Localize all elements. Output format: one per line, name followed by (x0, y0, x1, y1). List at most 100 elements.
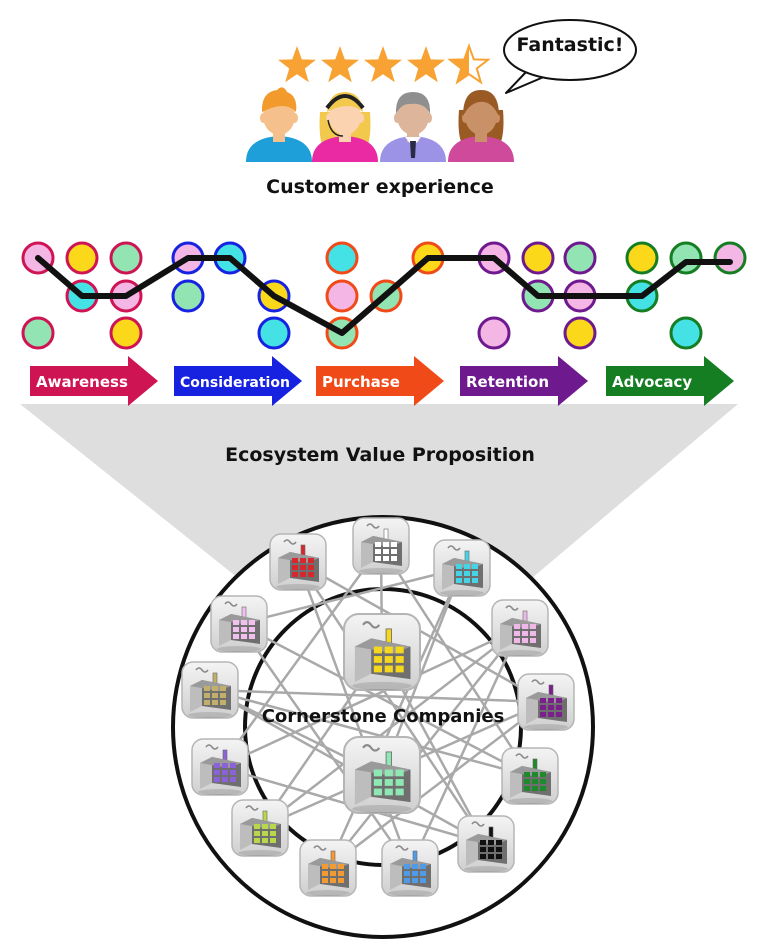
factory-window (472, 564, 478, 569)
factory-window (524, 786, 530, 791)
factory-window (540, 705, 546, 710)
factory-window (391, 549, 397, 554)
factory-window (300, 565, 306, 570)
factory-window (395, 656, 404, 663)
factory-window (540, 772, 546, 777)
factory-window (220, 700, 226, 705)
factory-window (420, 864, 426, 869)
factory-window (404, 864, 410, 869)
factory-window (222, 777, 228, 782)
factory-window (249, 634, 255, 639)
funnel-shape (20, 404, 738, 578)
factory-window (464, 578, 470, 583)
factory-window (384, 646, 393, 654)
company-red-icon (269, 533, 327, 591)
factory-window (395, 646, 404, 654)
factory-window (540, 698, 546, 703)
factory-window (322, 871, 328, 876)
factory-window (262, 831, 268, 836)
smoke-icon (531, 679, 545, 685)
factory-window (270, 824, 276, 829)
factory-window (292, 558, 298, 563)
factory-window (212, 686, 218, 691)
smoke-icon (205, 744, 219, 750)
factory-window (373, 779, 382, 786)
factory-window (375, 556, 381, 561)
factory-window (514, 624, 520, 629)
company-lime-icon (231, 799, 289, 857)
factory-window (524, 779, 530, 784)
factory-window (220, 686, 226, 691)
factory-window (514, 631, 520, 636)
factory-window (338, 864, 344, 869)
factory-window (488, 847, 494, 852)
factory-window (412, 871, 418, 876)
customer-journey-line (35, 255, 733, 336)
smoke-icon (395, 845, 409, 851)
smoke-icon (471, 821, 485, 827)
factory-window (214, 777, 220, 782)
smoke-icon (224, 601, 238, 607)
touchpoint-dot (257, 316, 291, 350)
factory-window (464, 571, 470, 576)
touchpoint-dot (109, 241, 143, 275)
smoke-icon (447, 545, 461, 551)
factory-window (522, 631, 528, 636)
factory-window (222, 770, 228, 775)
arrow-shape (316, 356, 444, 406)
touchpoint-dot (325, 279, 359, 313)
factory-window (373, 769, 382, 777)
factory-window (373, 665, 382, 673)
factory-window (530, 624, 536, 629)
factory-window (220, 693, 226, 698)
smoke-icon (283, 539, 297, 545)
factory-window (375, 549, 381, 554)
factory-window (383, 556, 389, 561)
customer-avatar-icon (246, 87, 312, 162)
factory-window (254, 838, 260, 843)
arrow-shape (460, 356, 588, 406)
factory-window (330, 878, 336, 883)
factory-window (395, 769, 404, 777)
factory-window (522, 638, 528, 643)
smoke-icon (505, 605, 519, 611)
customer-avatar-icon (448, 90, 514, 162)
stage-arrow-retention: Retention (460, 356, 588, 406)
company-orange-icon (299, 839, 357, 897)
factory-window (254, 824, 260, 829)
factory-window (214, 763, 220, 768)
speech-bubble (503, 19, 637, 81)
company-link (209, 688, 547, 704)
factory-window (308, 572, 314, 577)
company-pink-icon (491, 599, 549, 657)
smoke-icon (366, 523, 380, 529)
factory-window (308, 558, 314, 563)
stage-label: Consideration (180, 375, 290, 391)
stage-label: Purchase (322, 373, 400, 391)
factory-window (373, 788, 382, 796)
factory-window (292, 565, 298, 570)
factory-window (548, 698, 554, 703)
touchpoint-dot (325, 241, 359, 275)
factory-window (249, 620, 255, 625)
company-link (238, 566, 463, 626)
factory-window (204, 693, 210, 698)
factory-window (556, 698, 562, 703)
touchpoint-dot (563, 241, 597, 275)
factory-window (456, 578, 462, 583)
star-half-icon (450, 46, 469, 83)
stage-label: Advocacy (612, 373, 692, 391)
factory-window (548, 712, 554, 717)
factory-window (488, 854, 494, 859)
arrow-shape (174, 356, 302, 406)
factory-window (420, 871, 426, 876)
stage-label: Awareness (36, 373, 128, 391)
cornerstone-company-mint-icon (342, 735, 422, 815)
arrow-shape (606, 356, 734, 406)
star-icon (364, 46, 402, 83)
factory-window (204, 686, 210, 691)
factory-window (330, 864, 336, 869)
factory-window (404, 878, 410, 883)
factory-window (300, 572, 306, 577)
factory-window (472, 578, 478, 583)
